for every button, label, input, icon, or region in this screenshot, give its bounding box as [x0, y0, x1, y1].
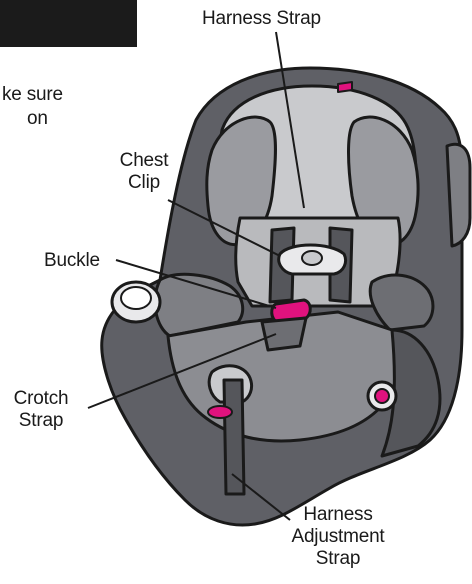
label-harness-adjustment-line-3: Strap — [276, 548, 400, 570]
cup-holder-inner — [121, 287, 151, 309]
label-harness-adjustment-line-1: Harness — [276, 504, 400, 526]
headrest-top-accent — [338, 82, 352, 92]
label-buckle: Buckle — [44, 250, 100, 272]
label-chest-clip-line-1: Chest — [116, 150, 172, 172]
label-harness-adjustment-line-2: Adjustment — [276, 526, 400, 548]
label-crotch-strap-line-1: Crotch — [2, 388, 80, 410]
label-crotch-strap: Crotch Strap — [2, 388, 80, 432]
seat-accent-pink — [208, 406, 232, 418]
label-harness-strap: Harness Strap — [202, 8, 321, 30]
label-crotch-strap-line-2: Strap — [2, 410, 80, 432]
crotch-strap-pad — [262, 318, 306, 350]
right-side-wing — [447, 144, 470, 246]
label-harness-adjustment-strap: Harness Adjustment Strap — [276, 504, 400, 570]
label-chest-clip: Chest Clip — [116, 150, 172, 194]
label-chest-clip-line-2: Clip — [116, 172, 172, 194]
harness-adjustment-strap — [224, 380, 244, 494]
right-panel-accent-inner — [375, 389, 389, 403]
chest-clip-button — [302, 251, 322, 265]
